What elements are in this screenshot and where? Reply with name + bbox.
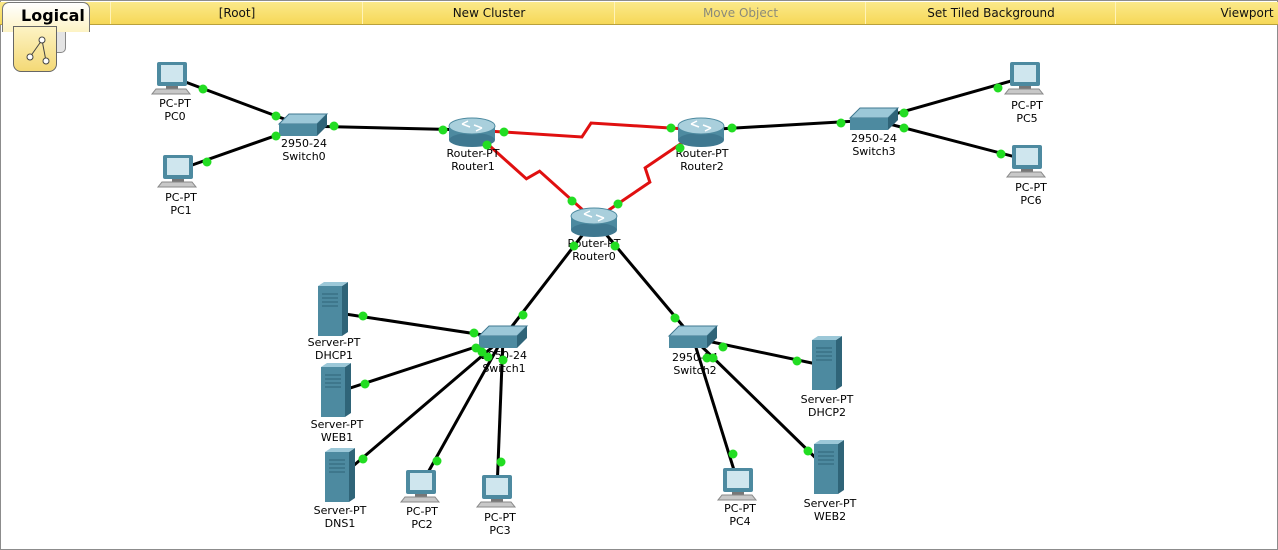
new-cluster-button[interactable]: New Cluster <box>362 2 615 24</box>
logical-view-icon[interactable] <box>13 26 57 72</box>
set-tiled-background-button[interactable]: Set Tiled Background <box>865 2 1116 24</box>
root-button[interactable]: [Root] <box>110 2 363 24</box>
move-object-button[interactable]: Move Object <box>614 2 866 24</box>
viewport-button[interactable]: Viewport <box>1115 2 1278 24</box>
workspace-toolbar: [Root] New Cluster Move Object Set Tiled… <box>0 2 1278 25</box>
